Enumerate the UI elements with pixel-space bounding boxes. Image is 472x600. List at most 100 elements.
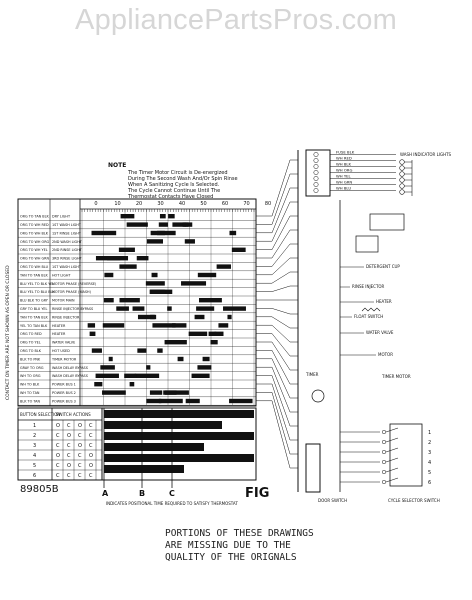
button-number: 3 [33, 443, 36, 449]
function-label: POWER BUS 1 [52, 383, 76, 387]
cycle-bar [104, 421, 222, 429]
circuit-label: TAN TO TAN BLK [19, 315, 49, 319]
contact-bar [152, 323, 176, 328]
function-label: WASH DELAY BYPASS [52, 366, 88, 370]
switch-action: C [67, 423, 71, 429]
cycle-bar [104, 454, 254, 462]
missing-portions-notice: PORTIONS OF THESE DRAWINGS ARE MISSING D… [165, 528, 314, 563]
contact-bar [198, 298, 222, 303]
motor-box [355, 235, 379, 253]
component-label: MOTOR [378, 352, 393, 357]
top-plug [305, 149, 331, 197]
plug-wire-label: WH BLU [336, 186, 351, 191]
harness-wire [256, 159, 298, 217]
contact-bar [229, 230, 237, 236]
contact-bar [102, 323, 125, 328]
contact-bar [159, 214, 166, 219]
figure-label: FIG [245, 486, 269, 501]
contact-bar [118, 247, 135, 252]
function-label: POWER BUS 2 [52, 391, 76, 395]
selector-number: 6 [428, 480, 431, 486]
contact-bar [95, 256, 121, 261]
contact-bar [218, 323, 229, 328]
component-label: CYCLE SELECTOR SWITCH [388, 498, 440, 503]
relay-box [369, 213, 405, 231]
contact-bar [149, 390, 163, 395]
switch-action: O [89, 453, 93, 459]
harness-wire [256, 324, 298, 343]
contact-bar [94, 382, 103, 387]
contact-bar [137, 348, 147, 353]
selector-contact [381, 469, 387, 475]
switch-action: O [78, 423, 82, 429]
function-label: 2ND WASH LIGHT [52, 240, 83, 244]
component-label: HEATER [376, 299, 392, 304]
harness-wire [256, 350, 298, 385]
contact-bar [136, 256, 149, 261]
harness-wire [256, 285, 298, 292]
contact-bar [146, 239, 163, 244]
plug-wire-label: WH YEL [336, 174, 352, 179]
circuit-label: ORG TO WH RED [20, 223, 49, 227]
note-line: During The Second Wash And/Or Spin Rinse [128, 176, 238, 182]
switch-action: C [78, 463, 82, 469]
component-label: WATER VALVE [366, 330, 394, 335]
indicator-lamps [399, 159, 413, 196]
indicator-lamp [399, 171, 405, 177]
harness-wire [256, 375, 298, 427]
harness-wire [256, 187, 298, 234]
time-tick-label: 60 [222, 201, 228, 207]
function-label: HOT LIGHT [52, 273, 71, 277]
indicator-lamp [399, 183, 405, 189]
contact-bar [151, 272, 158, 278]
note-heading: NOTE [108, 162, 126, 169]
harness-wire [256, 366, 298, 413]
part-number: 89805B [20, 484, 59, 495]
button-number: 4 [33, 453, 36, 459]
circuit-label: ORG TO WH BLU [20, 265, 49, 269]
harness-wire [256, 383, 298, 441]
switch-action: C [78, 433, 82, 439]
switch-action: O [56, 423, 60, 429]
cycle-marker-c: C [169, 489, 175, 498]
time-tick-label: 30 [157, 201, 163, 207]
note-line: Thermostat Contacts Have Closed [127, 194, 213, 200]
contact-bar [119, 264, 137, 269]
note-block: NOTE The Timer Motor Circuit is De-energ… [108, 162, 238, 200]
function-label: 1ST WASH LIGHT [52, 223, 82, 227]
time-tick-label: 70 [243, 201, 249, 207]
selector-blade [385, 437, 399, 443]
function-label: 2ND RINSE LIGHT [52, 248, 83, 252]
switch-action: C [78, 473, 82, 479]
selector-blade [385, 467, 399, 473]
circuit-label: ORG TO WH BLK [20, 231, 49, 235]
switch-action: C [67, 443, 71, 449]
contact-bar [119, 298, 140, 303]
contact-bar [150, 230, 176, 236]
function-label: DRY LIGHT [52, 215, 71, 219]
selector-blade [385, 457, 399, 463]
contact-bar [102, 390, 126, 395]
circuit-label: WH TO TAN [20, 391, 40, 395]
button-number: 1 [33, 423, 36, 429]
cycle-bars-frame [101, 407, 257, 481]
contact-bar [177, 356, 184, 362]
contact-bar [227, 314, 232, 320]
harness-wire [256, 392, 298, 455]
contact-bar [229, 398, 253, 404]
contact-bar [184, 239, 195, 244]
plug-wire-label: WH ORG [336, 168, 352, 173]
contact-bar [137, 314, 155, 320]
indicator-lights-label: WASH INDICATOR LIGHTS [400, 152, 452, 157]
switch-action: O [89, 463, 93, 469]
circuit-label: ORG TO BLK [20, 349, 42, 353]
note-line: The Timer Motor Circuit is De-energized [127, 170, 228, 176]
watermark-header: AppliancePartsPros.com [75, 4, 397, 36]
contact-bar [103, 298, 114, 303]
circuit-label: ORG TO RED [20, 332, 42, 336]
contact-bar [91, 230, 117, 236]
time-tick-label: 50 [200, 201, 206, 207]
